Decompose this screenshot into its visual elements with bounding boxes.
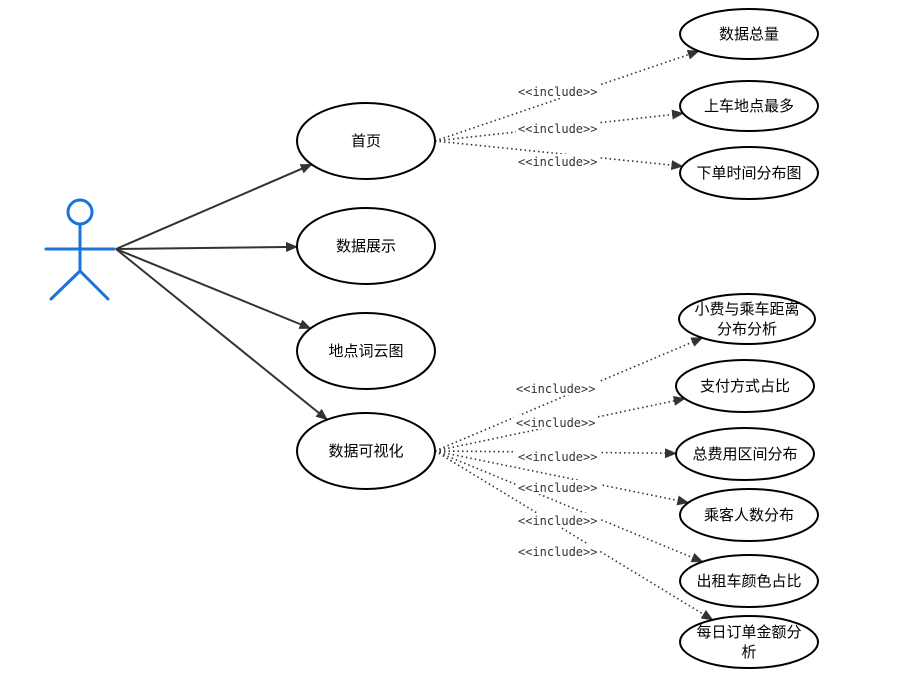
use-case-label: 首页 bbox=[351, 132, 381, 150]
use-case-viz: 数据可视化 bbox=[296, 412, 436, 490]
nodes-layer: 首页数据展示地点词云图数据可视化数据总量上车地点最多下单时间分布图小费与乘车距离… bbox=[296, 8, 819, 669]
use-case-label: 分布分析 bbox=[717, 320, 777, 338]
use-case-label: 数据总量 bbox=[719, 25, 779, 43]
use-case-pickup: 上车地点最多 bbox=[679, 80, 819, 132]
use-case-label: 数据展示 bbox=[336, 237, 396, 255]
edge-label-background bbox=[516, 513, 600, 527]
include-label: <<include>> bbox=[518, 545, 597, 559]
use-case-label: 每日订单金额分 bbox=[696, 623, 801, 641]
use-case-label: 总费用区间分布 bbox=[692, 445, 797, 463]
edge-labels-layer: <<include>> <<include>> <<include>> <<inclu… bbox=[514, 84, 600, 559]
use-case-label: 支付方式占比 bbox=[700, 377, 790, 395]
use-case-label: 地点词云图 bbox=[328, 342, 403, 360]
include-label: <<include>> bbox=[516, 382, 595, 396]
include-label: <<include>> bbox=[518, 481, 597, 495]
include-label: <<include>> bbox=[518, 85, 597, 99]
use-case-ellipse bbox=[296, 412, 436, 490]
edge-label-background bbox=[516, 154, 600, 168]
edge-label-background bbox=[516, 544, 600, 558]
use-case-label: 析 bbox=[741, 643, 756, 661]
use-case-label: 上车地点最多 bbox=[704, 97, 794, 115]
use-case-fare: 总费用区间分布 bbox=[675, 427, 815, 481]
include-label: <<include>> bbox=[518, 514, 597, 528]
include-edge-dailyamount bbox=[434, 450, 714, 621]
include-edge-taxicolor bbox=[434, 450, 704, 563]
use-case-label: 出租车颜色占比 bbox=[696, 572, 801, 590]
use-case-ellipse bbox=[679, 146, 819, 200]
use-case-ellipse bbox=[675, 427, 815, 481]
include-label: <<include>> bbox=[518, 450, 597, 464]
use-case-ellipse bbox=[675, 359, 815, 413]
use-case-label: 数据可视化 bbox=[328, 442, 403, 460]
edge-label-background bbox=[514, 415, 598, 429]
association-edge-viz bbox=[115, 248, 328, 421]
use-case-ellipse bbox=[679, 615, 819, 669]
include-label: <<include>> bbox=[518, 155, 597, 169]
association-edge-wordcloud bbox=[115, 248, 312, 330]
include-label: <<include>> bbox=[516, 416, 595, 430]
use-case-display: 数据展示 bbox=[296, 207, 436, 285]
use-case-ellipse bbox=[679, 8, 819, 60]
association-edge-home bbox=[115, 163, 313, 250]
use-case-label: 小费与乘车距离 bbox=[694, 300, 799, 318]
use-case-ellipse bbox=[678, 293, 816, 345]
use-case-ellipse bbox=[296, 102, 436, 180]
stick-figure-actor-icon bbox=[44, 198, 116, 301]
include-edge-ordertime bbox=[434, 140, 684, 171]
use-case-ellipse bbox=[679, 80, 819, 132]
use-case-ordertime: 下单时间分布图 bbox=[679, 146, 819, 200]
include-label: <<include>> bbox=[518, 122, 597, 136]
use-case-ellipse bbox=[296, 207, 436, 285]
include-edge-pickup bbox=[434, 109, 685, 142]
edge-label-background bbox=[516, 480, 600, 494]
use-case-label: 下单时间分布图 bbox=[696, 164, 801, 182]
use-case-ellipse bbox=[296, 312, 436, 390]
use-case-total: 数据总量 bbox=[679, 8, 819, 60]
include-edge-payment bbox=[434, 396, 686, 452]
use-case-ellipse bbox=[679, 488, 819, 542]
include-edge-total bbox=[434, 49, 700, 142]
edge-label-background bbox=[514, 381, 598, 395]
edge-label-background bbox=[516, 84, 600, 98]
use-case-label: 乘客人数分布 bbox=[704, 506, 794, 524]
use-case-wordcloud: 地点词云图 bbox=[296, 312, 436, 390]
association-edge-display bbox=[115, 241, 299, 252]
use-case-passengers: 乘客人数分布 bbox=[679, 488, 819, 542]
use-case-ellipse bbox=[679, 554, 819, 608]
edge-label-background bbox=[516, 121, 600, 135]
use-case-home: 首页 bbox=[296, 102, 436, 180]
use-case-taxicolor: 出租车颜色占比 bbox=[679, 554, 819, 608]
edge-label-background bbox=[516, 449, 600, 463]
use-case-payment: 支付方式占比 bbox=[675, 359, 815, 413]
